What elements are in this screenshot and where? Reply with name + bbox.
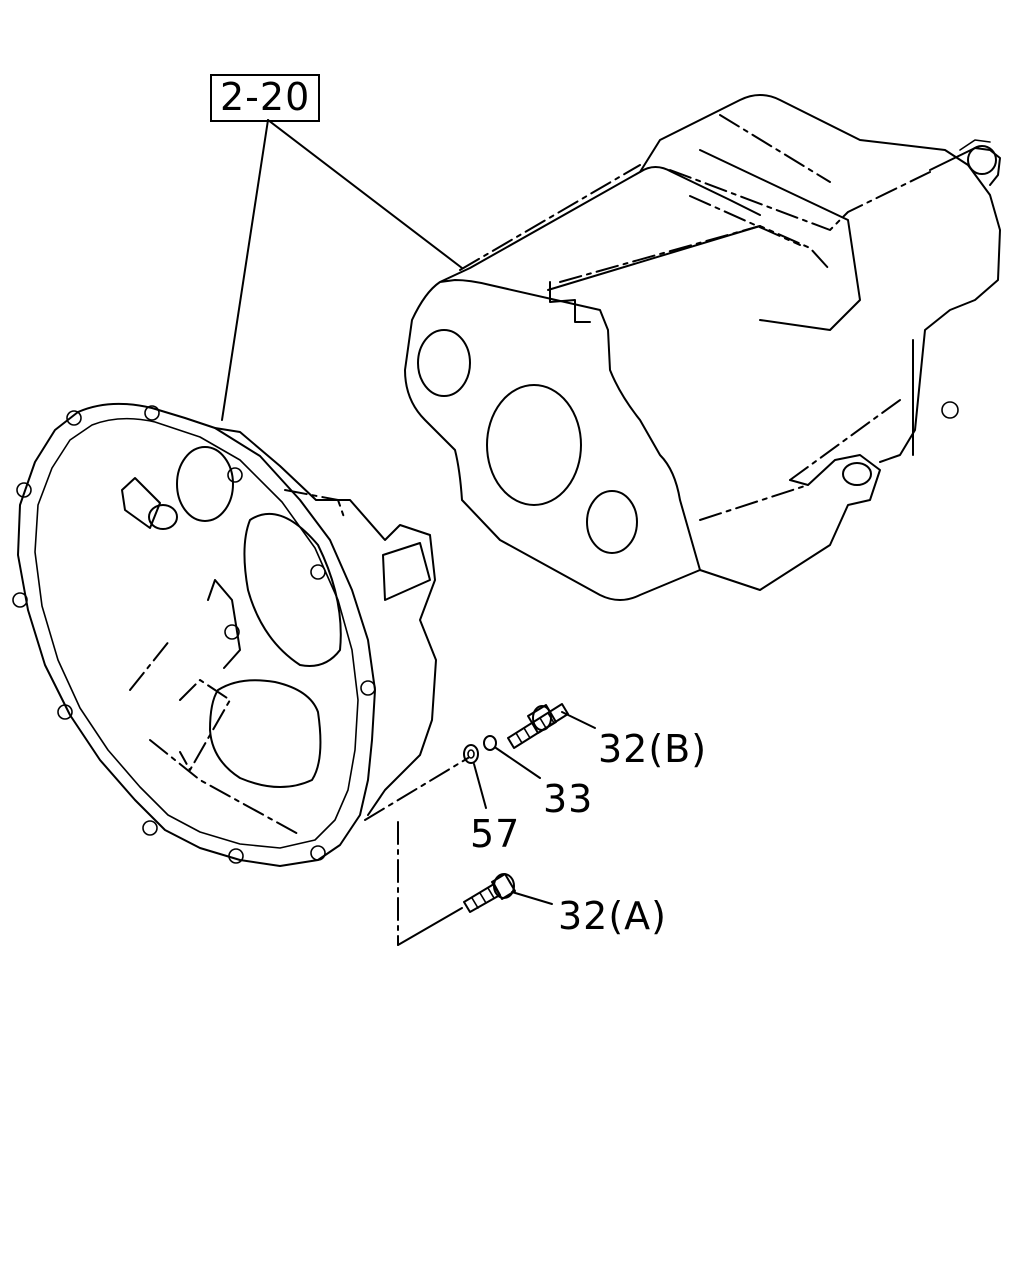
part-label-57: 57 — [470, 812, 521, 856]
fasteners — [364, 703, 569, 946]
bolt-32a — [463, 873, 516, 913]
clutch-housing — [12, 402, 437, 867]
transmission-case — [404, 94, 1001, 601]
snap-ring-33 — [483, 735, 497, 751]
reference-leaders — [221, 119, 463, 421]
part-label-32a: 32(A) — [558, 894, 667, 938]
washer-57 — [463, 744, 479, 764]
reference-callout-2-20: 2-20 — [210, 74, 321, 122]
part-label-32b: 32(B) — [598, 727, 708, 771]
callout-leaders — [473, 711, 596, 905]
stud-bolt-32b — [507, 703, 569, 749]
part-label-33: 33 — [543, 777, 594, 821]
